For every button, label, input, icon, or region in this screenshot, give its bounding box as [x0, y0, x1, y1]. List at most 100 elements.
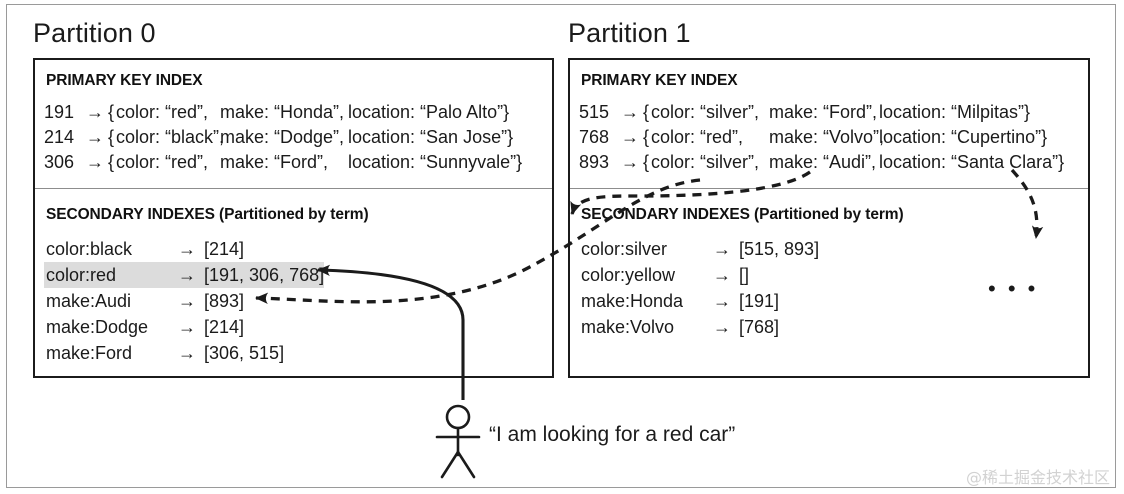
open-brace: { — [108, 152, 115, 172]
arrow-icon: → — [86, 152, 104, 172]
arrow-icon: → — [178, 343, 196, 363]
pk-location: location: “Palo Alto” — [348, 102, 504, 122]
secondary-postings: [515, 893] — [739, 239, 820, 259]
pk-location: location: “Santa Clara” — [879, 152, 1059, 172]
table-row: 214 → { color: “black”, make: “Dodge”, l… — [44, 125, 522, 150]
pk-color: color: “black”, — [116, 127, 225, 147]
pk-location: location: “San Jose” — [348, 127, 508, 147]
secondary-term: color:yellow — [581, 265, 676, 285]
table-row: 893 → { color: “silver”, make: “Audi”, l… — [579, 150, 1064, 175]
partition-1-title: Partition 1 — [568, 18, 691, 48]
arrow-icon: → — [713, 239, 731, 259]
close-brace: } — [503, 102, 510, 122]
partition-1-ellipsis: • • • — [988, 276, 1039, 301]
pk-make: make: “Volvo”, — [769, 127, 885, 147]
partition-0-secondary-index-rows: color:black → [214] color:red → [191, 30… — [44, 236, 325, 366]
list-item: color:yellow → [] — [579, 262, 819, 288]
arrow-icon: → — [621, 102, 639, 122]
secondary-postings: [306, 515] — [204, 343, 285, 363]
pk-key: 768 — [579, 127, 610, 147]
arrow-icon: → — [86, 102, 104, 122]
open-brace: { — [643, 102, 650, 122]
arrow-icon: → — [621, 152, 639, 172]
pk-make: make: “Ford”, — [769, 102, 878, 122]
arrow-icon: → — [178, 317, 196, 337]
pk-key: 214 — [44, 127, 75, 147]
list-item: color:black → [214] — [44, 236, 324, 262]
list-item: make:Audi → [893] — [44, 288, 324, 314]
partition-1-secondary-index-heading: SECONDARY INDEXES (Partitioned by term) — [581, 206, 904, 223]
close-brace: } — [516, 152, 523, 172]
pk-key: 515 — [579, 102, 610, 122]
stick-figure-left-leg — [440, 450, 460, 479]
partition-0-secondary-index-heading: SECONDARY INDEXES (Partitioned by term) — [46, 206, 369, 223]
partition-0-panel-divider — [35, 188, 552, 189]
pk-make: make: “Ford”, — [220, 152, 329, 172]
secondary-term: make:Honda — [581, 291, 684, 311]
watermark: @稀土掘金技术社区 — [965, 468, 1110, 487]
secondary-postings: [768] — [739, 317, 780, 337]
arrow-icon: → — [178, 239, 196, 259]
pk-key: 306 — [44, 152, 75, 172]
pk-color: color: “red”, — [116, 102, 209, 122]
table-row: 306 → { color: “red”, make: “Ford”, loca… — [44, 150, 522, 175]
secondary-postings: [214] — [204, 239, 245, 259]
partition-1-secondary-index-rows: color:silver → [515, 893] color:yellow →… — [579, 236, 819, 340]
secondary-term: color:red — [46, 265, 117, 285]
close-brace: } — [1041, 127, 1048, 147]
pk-color: color: “silver”, — [651, 102, 760, 122]
pk-make: make: “Audi”, — [769, 152, 877, 172]
close-brace: } — [1058, 152, 1065, 172]
secondary-term: make:Ford — [46, 343, 133, 363]
user-stick-figure — [435, 404, 481, 479]
arrow-icon: → — [713, 265, 731, 285]
pk-color: color: “red”, — [651, 127, 744, 147]
secondary-postings: [191] — [739, 291, 780, 311]
arrow-icon: → — [178, 291, 196, 311]
secondary-term: color:black — [46, 239, 133, 259]
close-brace: } — [1024, 102, 1031, 122]
open-brace: { — [643, 152, 650, 172]
open-brace: { — [643, 127, 650, 147]
pk-location: location: “Sunnyvale” — [348, 152, 517, 172]
list-item: make:Honda → [191] — [579, 288, 819, 314]
open-brace: { — [108, 102, 115, 122]
arrow-icon: → — [621, 127, 639, 147]
pk-color: color: “red”, — [116, 152, 209, 172]
pk-key: 191 — [44, 102, 75, 122]
arrow-icon: → — [713, 291, 731, 311]
table-row: 515 → { color: “silver”, make: “Ford”, l… — [579, 100, 1064, 125]
partition-0-primary-index-heading: PRIMARY KEY INDEX — [46, 72, 203, 89]
secondary-postings: [191, 306, 768] — [204, 265, 325, 285]
open-brace: { — [108, 127, 115, 147]
pk-location: location: “Milpitas” — [879, 102, 1025, 122]
pk-color: color: “silver”, — [651, 152, 760, 172]
table-row: 768 → { color: “red”, make: “Volvo”, loc… — [579, 125, 1064, 150]
arrow-icon: → — [86, 127, 104, 147]
partition-0-primary-index-rows: 191 → { color: “red”, make: “Honda”, loc… — [44, 100, 522, 175]
secondary-postings: [214] — [204, 317, 245, 337]
stick-figure-head — [445, 404, 471, 430]
secondary-term: color:silver — [581, 239, 668, 259]
list-item: color:silver → [515, 893] — [579, 236, 819, 262]
pk-make: make: “Honda”, — [220, 102, 345, 122]
list-item: make:Volvo → [768] — [579, 314, 819, 340]
pk-make: make: “Dodge”, — [220, 127, 345, 147]
partition-1-primary-index-heading: PRIMARY KEY INDEX — [581, 72, 738, 89]
user-query-caption: “I am looking for a red car” — [489, 423, 736, 446]
secondary-term: make:Audi — [46, 291, 132, 311]
list-item-highlighted: color:red → [191, 306, 768] — [44, 262, 325, 288]
pk-key: 893 — [579, 152, 610, 172]
arrow-icon: → — [713, 317, 731, 337]
table-row: 191 → { color: “red”, make: “Honda”, loc… — [44, 100, 522, 125]
arrow-icon: → — [178, 265, 196, 285]
partition-0-title: Partition 0 — [33, 18, 156, 48]
stick-figure-right-leg — [456, 450, 476, 479]
partition-1-panel-divider — [570, 188, 1088, 189]
list-item: make:Dodge → [214] — [44, 314, 324, 340]
secondary-postings: [] — [739, 265, 750, 285]
pk-location: location: “Cupertino” — [879, 127, 1042, 147]
partition-1-primary-index-rows: 515 → { color: “silver”, make: “Ford”, l… — [579, 100, 1064, 175]
secondary-term: make:Volvo — [581, 317, 675, 337]
